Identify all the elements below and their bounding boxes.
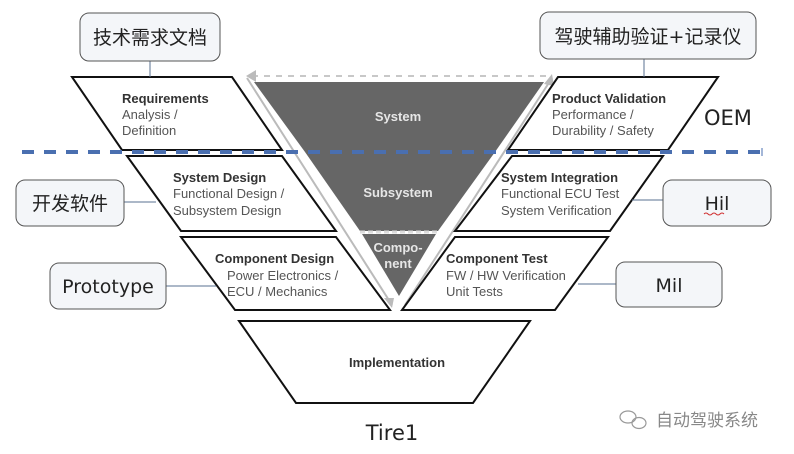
block-title: Requirements [122, 91, 209, 106]
block-line: Analysis / [122, 107, 178, 122]
block-title: Component Test [446, 251, 548, 266]
block-line: FW / HW Verification [446, 268, 566, 283]
block-system-integration: System Integration Functional ECU Test S… [452, 155, 665, 232]
watermark-text: 自动驾驶系统 [656, 411, 758, 431]
arrow-left-head [246, 70, 256, 82]
callout-text: Hil [705, 193, 730, 215]
triangle-label-component-1: Compo- [373, 240, 422, 255]
triangle-label-component-2: nent [384, 256, 412, 271]
callout-tech-docs: 技术需求文档 [79, 12, 221, 62]
block-line: Definition [122, 123, 176, 138]
block-product-validation: Product Validation Performance / Durabil… [506, 76, 720, 151]
callout-text: 开发软件 [32, 193, 108, 215]
block-line: Durability / Safety [552, 123, 654, 138]
block-line: Functional ECU Test [501, 186, 620, 201]
block-line: Functional Design / [173, 186, 285, 201]
oem-label: OEM [704, 106, 752, 130]
triangle-subsystem [305, 152, 495, 231]
block-line: Power Electronics / [227, 268, 339, 283]
block-component-test: Component Test FW / HW Verification Unit… [400, 236, 610, 311]
block-title: System Integration [501, 170, 618, 185]
block-line: Subsystem Design [173, 203, 281, 218]
arrow-down-head [384, 298, 394, 308]
arrow-up-head [544, 74, 554, 86]
block-system-design: System Design Functional Design / Subsys… [125, 155, 338, 232]
callout-adas-validation: 驾驶辅助验证+记录仪 [539, 11, 757, 60]
block-title: System Design [173, 170, 266, 185]
tier1-label: Tire1 [365, 421, 418, 445]
callout-hil: Hil [662, 179, 772, 227]
block-requirements: Requirements Analysis / Definition [70, 76, 284, 151]
triangle-label-subsystem: Subsystem [363, 185, 432, 200]
block-implementation: Implementation [237, 320, 532, 404]
callout-text: Prototype [62, 276, 154, 298]
triangle-system [254, 82, 544, 152]
triangle-component [362, 234, 436, 296]
block-title: Product Validation [552, 91, 666, 106]
block-line: System Verification [501, 203, 612, 218]
block-line: Performance / [552, 107, 634, 122]
block-title: Component Design [215, 251, 334, 266]
callout-connectors [124, 59, 663, 287]
spellcheck-underline [703, 212, 725, 216]
callout-text: 技术需求文档 [93, 27, 207, 49]
callout-mil: Mil [615, 261, 723, 308]
callout-prototype: Prototype [49, 262, 167, 310]
wechat-icon [619, 410, 647, 430]
block-line: ECU / Mechanics [227, 284, 328, 299]
block-component-design: Component Design Power Electronics / ECU… [179, 236, 392, 311]
watermark: 自动驾驶系统 [619, 410, 758, 431]
callout-dev-software: 开发软件 [15, 179, 125, 227]
block-line: Unit Tests [446, 284, 503, 299]
triangle-label-system: System [375, 109, 421, 124]
v-arrows [246, 70, 554, 308]
block-title: Implementation [349, 355, 445, 370]
callout-text: 驾驶辅助验证+记录仪 [555, 26, 742, 48]
callout-text: Mil [656, 275, 683, 297]
